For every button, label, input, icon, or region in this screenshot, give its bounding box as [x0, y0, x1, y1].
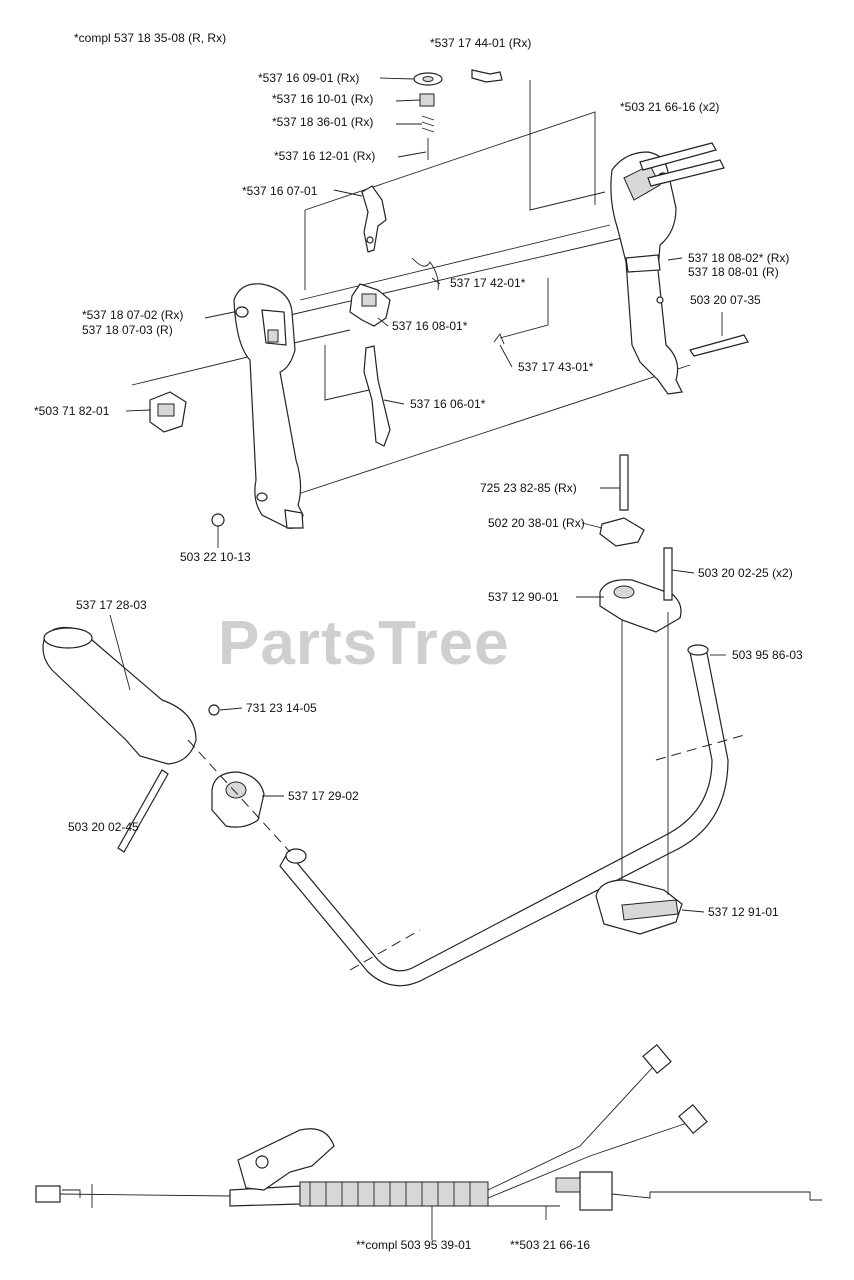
label-503216616: **503 21 66-16: [510, 1238, 590, 1252]
label-537174201: 537 17 42-01*: [450, 276, 526, 290]
bolt-503200245: [117, 769, 169, 853]
left-handle-half: [233, 283, 304, 529]
label-537160901: *537 16 09-01 (Rx): [258, 71, 359, 85]
label-503958603: 503 95 86-03: [732, 648, 803, 662]
label-537174301: 537 17 43-01*: [518, 360, 594, 374]
cable-lever: [237, 1128, 335, 1191]
label-537180703: 537 18 07-03 (R): [82, 323, 173, 337]
handlebar-tube: [279, 647, 729, 987]
handle-assembly: [131, 69, 749, 529]
label-537129101: 537 12 91-01: [708, 905, 779, 919]
label-503216616x2: *503 21 66-16 (x2): [620, 100, 719, 114]
label-537160601: 537 16 06-01*: [410, 397, 486, 411]
label-compl-cable: **compl 503 95 39-01: [356, 1238, 472, 1252]
nut: [419, 93, 435, 107]
throttle-lock: [361, 185, 387, 253]
label-537161001: *537 16 10-01 (Rx): [272, 92, 373, 106]
wire-terminal-2: [678, 1103, 708, 1135]
label-compl-assembly: *compl 537 18 35-08 (R, Rx): [74, 31, 226, 45]
cable-plug: [35, 1185, 61, 1203]
grip-clamp: [211, 771, 265, 828]
label-537180801: 537 18 08-01 (R): [688, 265, 779, 279]
label-537172803: 537 17 28-03: [76, 598, 147, 612]
wire-terminal-1: [642, 1043, 672, 1075]
right-handle-half: [610, 151, 683, 395]
label-537129001: 537 12 90-01: [488, 590, 559, 604]
cable-connector: [579, 1171, 613, 1211]
nut-731231405: [208, 704, 220, 716]
label-537180702: *537 18 07-02 (Rx): [82, 308, 183, 322]
leader-lines: [109, 77, 726, 913]
watermark: PartsTree: [218, 609, 510, 678]
label-537160701: *537 16 07-01: [242, 184, 318, 198]
part-labels: *compl 537 18 35-08 (R, Rx) *537 17 44-0…: [34, 31, 803, 1252]
spring: [421, 115, 435, 133]
cable-corrugated: [299, 1181, 489, 1207]
cable-assembly: [35, 1043, 822, 1240]
screw-503200225: [663, 547, 673, 601]
screw-503200735: [689, 334, 749, 357]
label-503200735: 503 20 07-35: [690, 293, 761, 307]
clip: [471, 69, 503, 83]
label-503718201: *503 71 82-01: [34, 404, 110, 418]
label-537161201: *537 16 12-01 (Rx): [274, 149, 375, 163]
spring-537174201: [411, 257, 439, 291]
label-537172902: 537 17 29-02: [288, 789, 359, 803]
clamp-plate: [599, 517, 645, 547]
label-537174401: *537 17 44-01 (Rx): [430, 36, 531, 50]
nut-503221013: [211, 513, 225, 527]
handlebar-assembly: [42, 454, 749, 987]
label-731231405: 731 23 14-05: [246, 701, 317, 715]
label-537180802: 537 18 08-02* (Rx): [688, 251, 789, 265]
label-537183601: *537 18 36-01 (Rx): [272, 115, 373, 129]
label-503200245: 503 20 02-45: [68, 820, 139, 834]
screw-lower: [647, 159, 725, 187]
label-502203801: 502 20 38-01 (Rx): [488, 516, 585, 530]
label-725238285: 725 23 82-85 (Rx): [480, 481, 577, 495]
label-537160801: 537 16 08-01*: [392, 319, 468, 333]
label-503200225: 503 20 02-25 (x2): [698, 566, 793, 580]
throttle-trigger: [363, 345, 391, 447]
label-503221013: 503 22 10-13: [180, 550, 251, 564]
bolt-725238285: [619, 454, 629, 511]
screw-upper: [639, 142, 717, 171]
